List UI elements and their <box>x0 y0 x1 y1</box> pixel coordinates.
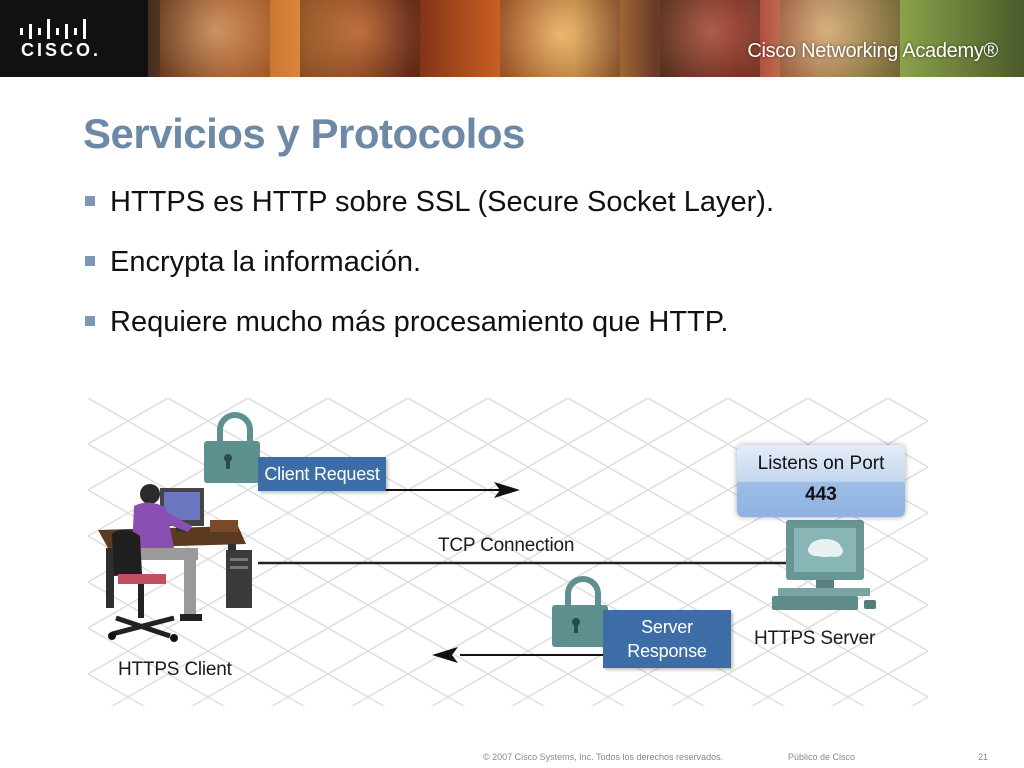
bullet-item: HTTPS es HTTP sobre SSL (Secure Socket L… <box>83 181 774 241</box>
padlock-icon <box>204 412 260 483</box>
request-arrow <box>368 482 520 498</box>
client-workstation-icon <box>98 484 252 642</box>
banner-photo <box>500 0 620 77</box>
https-client-label: HTTPS Client <box>118 659 232 680</box>
bullet-square-icon <box>85 316 95 326</box>
cisco-logo-text: CISCO. <box>21 40 102 60</box>
https-diagram: Client Request Listens on Port 443 TCP C… <box>88 398 928 706</box>
banner-photo <box>780 0 900 77</box>
banner-photo <box>160 0 270 77</box>
response-arrow <box>432 647 608 663</box>
header-banner: CISCO. Cisco Networking Academy® <box>0 0 1024 77</box>
server-response-label: Server Response <box>603 610 731 668</box>
footer-classification: Público de Cisco <box>788 752 856 762</box>
listens-on-port-box: Listens on Port 443 <box>737 445 905 517</box>
footer-page-number: 21 <box>978 752 989 762</box>
padlock-icon <box>552 576 608 647</box>
listens-on-port-label: Listens on Port <box>757 453 885 474</box>
academy-title: Cisco Networking Academy® <box>747 40 998 62</box>
bullet-square-icon <box>85 196 95 206</box>
bullet-item: Encrypta la información. <box>83 241 774 301</box>
cisco-bridge-icon <box>20 19 86 39</box>
server-response-line1: Server <box>641 617 693 637</box>
client-request-label: Client Request <box>258 457 386 491</box>
footer-copyright: © 2007 Cisco Systems, Inc. Todos los der… <box>483 752 724 762</box>
slide-title: Servicios y Protocolos <box>83 110 525 157</box>
banner-photo <box>660 0 760 77</box>
bullet-text: Requiere mucho más procesamiento que HTT… <box>110 306 729 338</box>
server-computer-icon <box>772 520 876 610</box>
port-number: 443 <box>805 484 837 505</box>
bullet-text: Encrypta la información. <box>110 246 422 278</box>
cisco-logo: CISCO. <box>0 0 148 77</box>
https-server-label: HTTPS Server <box>754 628 876 649</box>
bullet-item: Requiere mucho más procesamiento que HTT… <box>83 301 774 361</box>
tcp-connection-label: TCP Connection <box>438 535 575 556</box>
banner-photo <box>300 0 420 77</box>
bullet-square-icon <box>85 256 95 266</box>
bullet-list: HTTPS es HTTP sobre SSL (Secure Socket L… <box>83 181 774 361</box>
server-response-line2: Response <box>627 641 707 661</box>
bullet-text: HTTPS es HTTP sobre SSL (Secure Socket L… <box>110 186 775 218</box>
